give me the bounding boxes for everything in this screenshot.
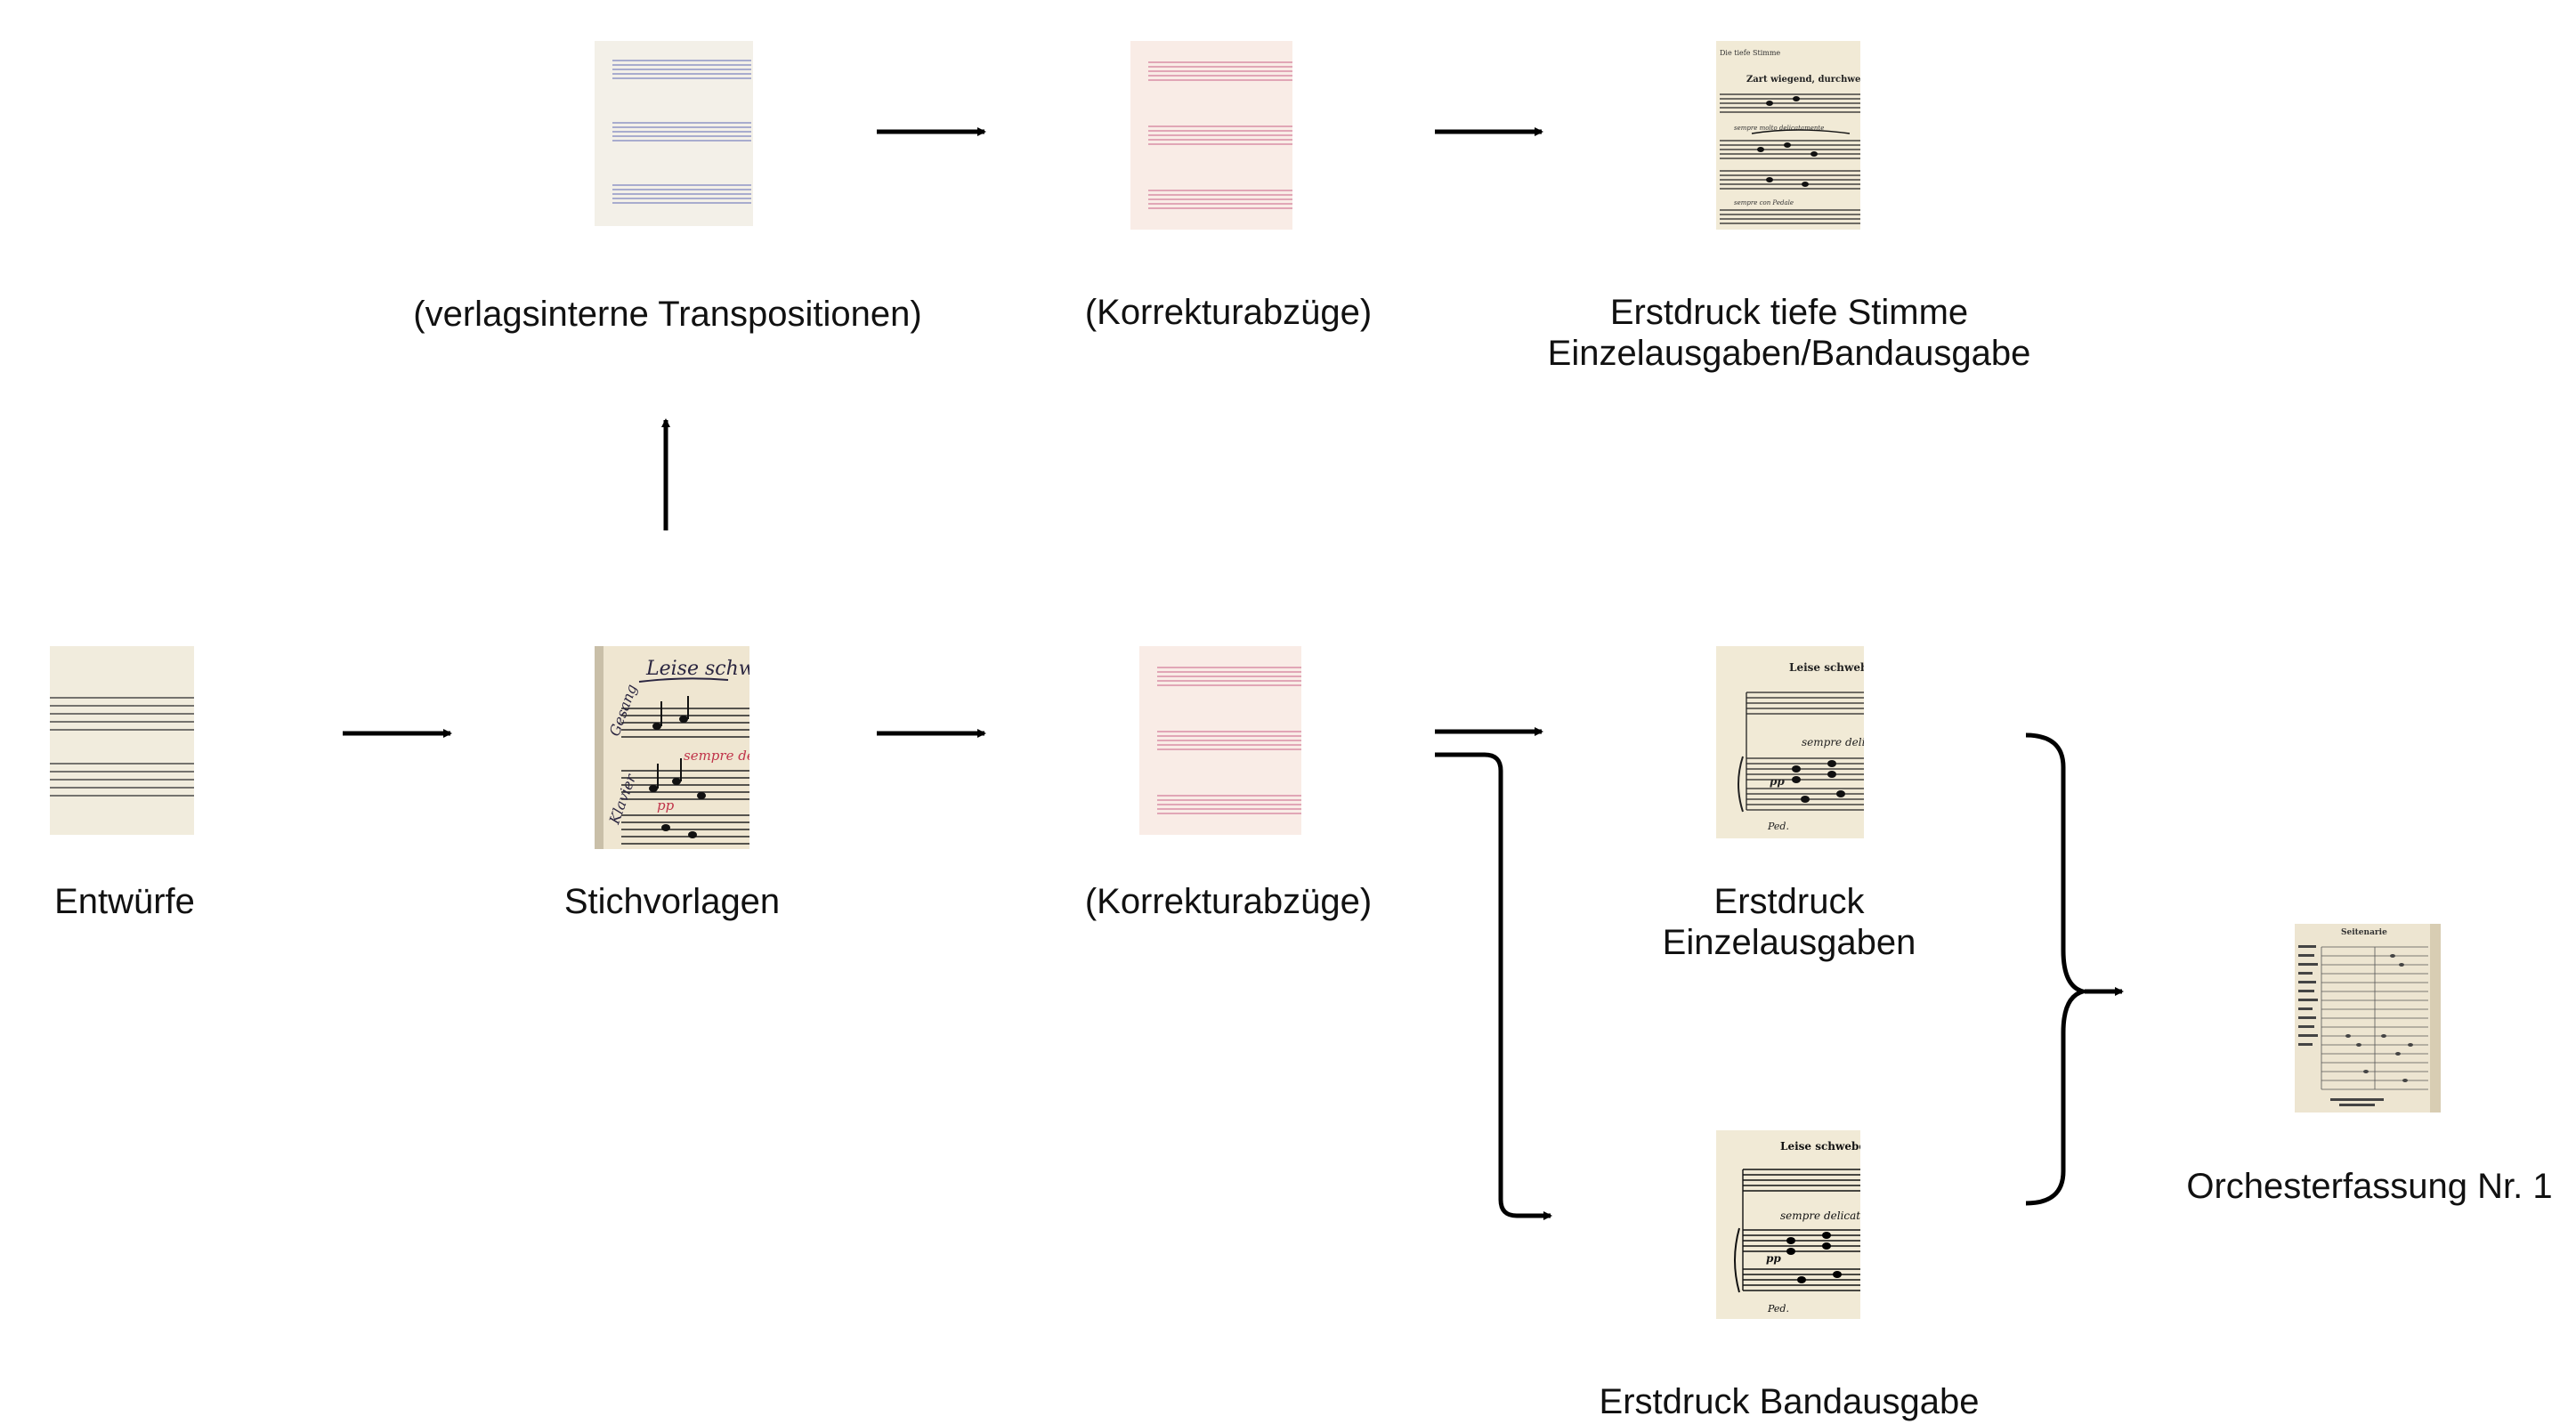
orchestral-score-icon: Seitenarie [2295, 924, 2441, 1112]
manuscript-dynamic-text: pp [657, 797, 675, 813]
einzelausgaben-label: Erstdruck Einzelausgaben [1567, 881, 2012, 963]
printed-score-icon: Die tiefe Stimme Zart wiegend, durchweg … [1716, 41, 1860, 230]
score-expression-text: sempre molto delicatamente [1734, 125, 1824, 132]
label-line: Einzelausgaben/Bandausgabe [1547, 334, 2031, 373]
label-line: Erstdruck tiefe Stimme [1609, 293, 1969, 332]
transpositionen-thumbnail [595, 41, 753, 226]
label-line: Einzelausgaben [1662, 923, 1916, 962]
label-line: (Korrekturabzüge) [1084, 293, 1373, 332]
bandausgabe-label: Erstdruck Bandausgabe [1522, 1381, 2056, 1422]
score-dynamic-text: pp [1766, 1252, 1781, 1265]
label-line: (Korrekturabzüge) [1084, 882, 1373, 921]
score-pedal-text: Ped. [1767, 1303, 1789, 1315]
pink-staff-paper-icon [1139, 646, 1301, 835]
curly-brace [2025, 732, 2092, 1206]
printed-score-icon: Leise schwebend sempre delicat pp Ped. [1716, 1130, 1860, 1319]
score-expression-text: sempre delicat [1780, 1210, 1860, 1222]
blank-staff-paper-icon [50, 646, 194, 835]
label-line: Entwürfe [54, 882, 195, 921]
score-expression-text: sempre delic [1802, 736, 1864, 748]
orchester-thumbnail: Seitenarie [2295, 924, 2441, 1112]
blue-staff-paper-icon [595, 41, 753, 226]
orchester-label: Orchesterfassung Nr. 1 [2163, 1166, 2576, 1207]
tiefe-stimme-label: Erstdruck tiefe Stimme Einzelausgaben/Ba… [1478, 292, 2101, 374]
manuscript-expression-text: sempre delic [684, 748, 749, 764]
label-line: Erstdruck [1713, 882, 1865, 921]
stichvorlagen-thumbnail: Leise schwebend Gesang Klavier sempre de… [595, 646, 749, 849]
handwritten-manuscript-icon: Leise schwebend Gesang Klavier sempre de… [595, 646, 749, 849]
score-tempo-text: Zart wiegend, durchweg leise und [1746, 75, 1860, 85]
korrektur-oben-thumbnail [1130, 41, 1292, 230]
korrektur-unten-thumbnail [1139, 646, 1301, 835]
stichvorlagen-label: Stichvorlagen [494, 881, 850, 922]
arrow-korrektur-bandausgabe [1435, 752, 1552, 1220]
transpositionen-label: (verlagsinterne Transpositionen) [356, 294, 979, 335]
bandausgabe-thumbnail: Leise schwebend sempre delicat pp Ped. [1716, 1130, 1860, 1319]
korrektur-unten-label: (Korrekturabzüge) [1033, 881, 1424, 922]
orchestral-title-text: Seitenarie [2341, 928, 2387, 937]
manuscript-tempo-text: Leise schwebend [645, 658, 749, 680]
label-line: (verlagsinterne Transpositionen) [413, 295, 922, 334]
label-line: Stichvorlagen [563, 882, 781, 921]
score-tempo-text: Leise schwebend [1780, 1140, 1860, 1153]
tiefe-stimme-thumbnail: Die tiefe Stimme Zart wiegend, durchweg … [1716, 41, 1860, 230]
einzelausgaben-thumbnail: Leise schweben sempre delic pp Ped. [1716, 646, 1864, 838]
pink-staff-paper-icon [1130, 41, 1292, 230]
score-dynamic-text: pp [1770, 775, 1785, 788]
score-pedal-text: sempre con Pedale [1734, 199, 1794, 206]
score-header-text: Die tiefe Stimme [1720, 49, 1780, 57]
korrektur-oben-label: (Korrekturabzüge) [1033, 292, 1424, 333]
score-tempo-text: Leise schweben [1789, 661, 1864, 674]
label-line: Orchesterfassung Nr. 1 [2186, 1167, 2553, 1206]
entwuerfe-thumbnail [50, 646, 194, 835]
entwuerfe-label: Entwürfe [0, 881, 249, 922]
printed-score-icon: Leise schweben sempre delic pp Ped. [1716, 646, 1864, 838]
score-pedal-text: Ped. [1767, 821, 1789, 832]
label-line: Erstdruck Bandausgabe [1599, 1382, 1980, 1421]
